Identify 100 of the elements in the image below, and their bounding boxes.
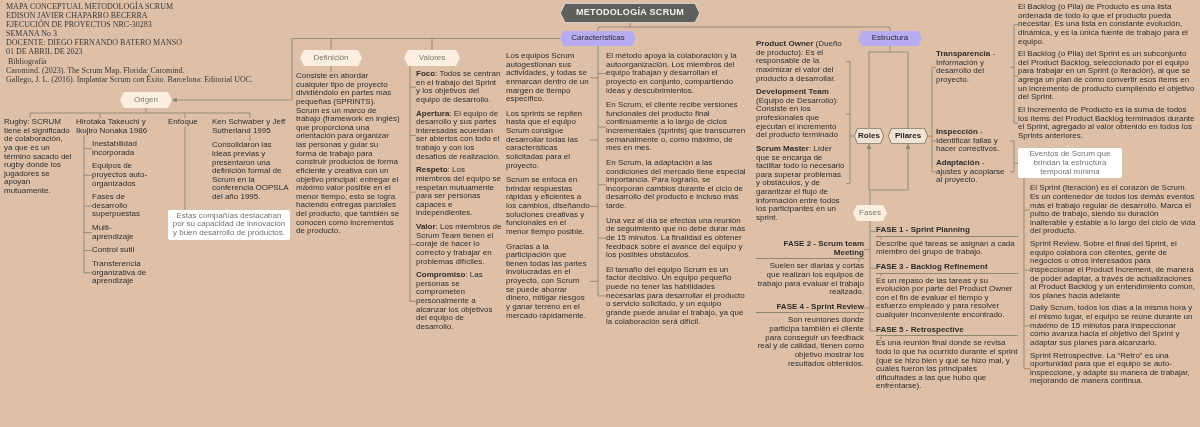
- note-text: Product Owner (Dueño de producto): Es el responsable de la maximizar el valor del producto a desarrollar.: [756, 40, 846, 84]
- connector-line: [597, 126, 607, 128]
- note-text: Inestabilidad incorporada: [92, 140, 162, 158]
- connector-line: [931, 66, 937, 68]
- connector-line: [29, 107, 251, 114]
- connector-line: [845, 113, 851, 115]
- note-text: Los equipos Scrum autogestionan sus actividades, y todas se enmarcan dentro de un margen de tiempo específico.: [506, 52, 590, 104]
- bibliography-entry: Gallego, J. L. (2016). Implantar Scrum con Éxito. Barcelona: Editorial UOC.: [6, 76, 254, 85]
- note-text: Daily Scrum, todos los días a la misma hora y el mismo lugar, el equipo se reúne durante un máximo de 15 minutos para inspeccionar cómo avanza hacia el objetivo del Sprint y adaptar sus planes para alcanzarlo.: [1030, 304, 1196, 348]
- connector-line: [907, 51, 909, 129]
- note-text: Fases de desarrollo superpuestas: [92, 193, 162, 219]
- connector-line: [83, 205, 93, 207]
- header-text: MAPA CONCEPTUAL METODOLOGÍA SCRUM: [6, 3, 174, 12]
- subtopic: Definición: [300, 50, 362, 66]
- connector-line: [184, 126, 186, 211]
- note-text: Scrum Master: Líder que se encarga de facilitar todo lo necesario para superar problemas y obstáculos, y de garantizar el flujo de información entre todos los participantes en un sprint.: [756, 144, 846, 223]
- connector-line: [868, 45, 909, 53]
- note-text: El Backlog (o Pila) de Producto es una lista ordenada de todo lo que el producto pueda necesitar. Es una lista en constante evolución, dinámica, y es la única fuente de trabajo para el equipo.: [1018, 3, 1196, 47]
- connector-line: [589, 280, 599, 282]
- connector-line: [249, 112, 251, 119]
- bibliography-heading: Bibliografía: [8, 58, 47, 67]
- note-text: Foco: Todos se centran en el trabajo del Sprint y los objetivos del equipo de desarrollo.: [416, 70, 502, 105]
- connector-line: [597, 73, 607, 74]
- header-text: EDISON JAVIER CHAPARRO BECERRA: [6, 12, 148, 20]
- connector-line: [589, 77, 599, 79]
- note-text: Hirotaka Takeuchi y Ikujiro Nonaka 1986: [76, 118, 160, 136]
- connector-line: [83, 272, 93, 274]
- note-text: Apertura: El equipo de desarrollo y sus partes interesadas acuerdan ser abiertos con todo el trabajo y con los desafíos de realización.: [416, 109, 502, 162]
- note-text: Sprint Retrospective. La “Retro” es una oportunidad para que el equipo se auto-inspeccione, y adapte su manera de trabajar, mejorando de manera continua.: [1030, 351, 1196, 386]
- phase-label: FASE 5 - Retrospective: [876, 325, 1018, 337]
- central-topic: METODOLOGÍA SCRUM: [560, 3, 700, 23]
- connector-line: [597, 26, 599, 32]
- outlined-topic: Pilares: [888, 128, 928, 144]
- note-text: El Sprint (Iteración) es el corazón de Scrum. Es un contenedor de todos los demás eventos más el trabajo regular de desarrollo. Marca el pulso de trabajo, siendo su duración inalterable y estable a lo largo del ciclo de vida del producto.: [1030, 184, 1196, 236]
- phase-description: Describe qué tareas se asignan a cada miembro del grupo de trabajo.: [876, 239, 1018, 257]
- phase-label: FASE 1 - Sprint Planning: [876, 226, 1018, 237]
- connector-line: [99, 112, 101, 119]
- note-text: El método apoya la colaboración y la autoorganización. Los miembros del equipo trabajan y desarrollan el proyecto en conjunto, compartiendo ideas y descubrimientos.: [606, 52, 748, 96]
- connector-line: [1013, 140, 1019, 173]
- connector-line: [83, 148, 93, 150]
- connector-line: [1023, 177, 1025, 370]
- connector-line: [1023, 209, 1031, 211]
- connector-line: [1023, 368, 1031, 370]
- connector-line: [330, 38, 332, 51]
- phase-label: FASE 2 - Scrum team Meeting: [756, 240, 864, 260]
- note-card: Eventos de Scrum que brindan la estructura temporal mínima: [1018, 148, 1122, 179]
- note-text: Valor: Los miembros de Scrum Team tienen el coraje de hacer lo correcto y trabajar en problemas difíciles.: [416, 223, 502, 267]
- main-topic: Estructura: [858, 31, 922, 46]
- bibliography-entry: Caromind. (2023). The Scrum Map. Florida: Caromind.: [6, 67, 185, 75]
- connector-line: [869, 330, 877, 332]
- phase-description: Son reuniones donde participa también el cliente para conseguir un feedback real y de calidad, tienen como objetivo mostrar los resultados obtenidos.: [756, 316, 864, 369]
- note-text: Una vez al día se efectúa una reunión de seguimiento que no debe durar más de 15 minutos. La finalidad es obtener feedback sobre el avance del equipo y los posibles obstáculos.: [606, 216, 748, 260]
- main-topic: Características: [560, 31, 636, 46]
- connector-line: [597, 22, 891, 28]
- connector-line: [845, 183, 851, 185]
- note-text: Control sutil: [92, 246, 162, 255]
- connector-line: [869, 220, 871, 332]
- subtopic: Fases: [853, 205, 887, 221]
- note-text: Sprint Review. Sobre el final del Sprint, el equipo colabora con clientes, gente de negocios u otros interesados para inspeccionar el Product Increment, de manera de poder adaptar, a través de actualizaciones al Product Backlog y un entendimiento común, los planes hacia adelante: [1030, 240, 1196, 301]
- connector-line: [1009, 24, 1015, 124]
- note-text: En Scrum, el cliente recibe versiones funcionales del producto final continuamente a lo largo de ciclos incrementales (sprints) que transcurren semanalmente o, como máximo, de mes en mes.: [606, 101, 748, 153]
- note-text: Enfoque: [168, 118, 206, 127]
- note-text: El Backlog (o Pila) del Sprint es un subconjunto del Product Backlog, seleccionado por el equipo para trabajar en un Sprint (o iteración), al que se agrega un plan de cómo convertir esos ítems en un incremento de producto cumpliendo el objetivo del Sprint.: [1018, 50, 1196, 102]
- note-text: Transferencia organizativa de aprendizaje: [92, 259, 162, 286]
- note-text: Adaptación - ajustes y acoplarse al proyecto.: [936, 158, 1010, 185]
- connector-line: [291, 38, 561, 39]
- connector-line: [931, 171, 937, 173]
- note-text: El tamaño del equipo Scrum es un factor decisivo. Un equipo pequeño puede no tener las habilidades necesarias para desarrollar el producto o servicio solicitado, y un equipo grande puede anular el trabajo, ya que la colaboración será difícil.: [606, 265, 748, 327]
- connector-line: [1013, 122, 1019, 124]
- header-text: DOCENTE: DIEGO FERNANDO BATERO MANSO: [6, 39, 182, 48]
- note-text: Equipos de proyectos auto-organizados: [92, 162, 162, 189]
- connector-line: [431, 38, 433, 51]
- connector-line: [849, 61, 855, 185]
- connector-line: [83, 134, 85, 274]
- connector-line: [597, 295, 607, 297]
- connector-line: [1023, 269, 1031, 271]
- header-text: EJECUCIÓN DE PROYECTOS NRC-30283: [6, 21, 152, 30]
- connector-line: [1009, 171, 1015, 173]
- connector-line: [597, 237, 607, 239]
- connector-line: [597, 184, 607, 186]
- note-text: Transparencia - Información y desarrollo del proyecto.: [936, 50, 1010, 85]
- note-card: Estas compañías destacaban por su capacidad de innovación y buen desarrollo de productos.: [168, 209, 290, 240]
- connector-line: [409, 244, 417, 245]
- connector-line: [597, 45, 599, 297]
- outlined-topic: Roles: [854, 128, 884, 144]
- connector-line: [880, 273, 882, 277]
- connector-line: [409, 191, 417, 193]
- connector-line: [184, 112, 186, 119]
- connector-line: [330, 65, 332, 73]
- phase-description: Es una reunión final donde se revisa todo lo que ha ocurrido durante el sprint (qué se hizo bien y qué se hizo mal, y cuáles fueron las principales dificultades a las que hubo que enfrentarse).: [876, 339, 1018, 391]
- connector-line: [1013, 75, 1019, 77]
- connector-line: [589, 139, 599, 141]
- note-text: El Incremento de Producto es la suma de todos los ítems del Product Backlog terminados durante el Sprint, agregado al valor obtenido en todos los Sprints anteriores.: [1018, 105, 1196, 141]
- connector-line: [863, 249, 871, 251]
- connector-line: [249, 134, 251, 142]
- note-text: Consolidaron las ideas previas y presentaron una definición formal de Scrum en la conferencia OOPSLA del año 1995.: [212, 141, 290, 202]
- note-text: Rugby: SCRUM tiene el significado de colaboración, ya que es un término sacado del rugby donde los jugadores se apoyan mutuamente.: [4, 118, 72, 196]
- connector-line: [863, 307, 871, 309]
- connector-line: [1013, 24, 1019, 25]
- connector-line: [83, 232, 93, 234]
